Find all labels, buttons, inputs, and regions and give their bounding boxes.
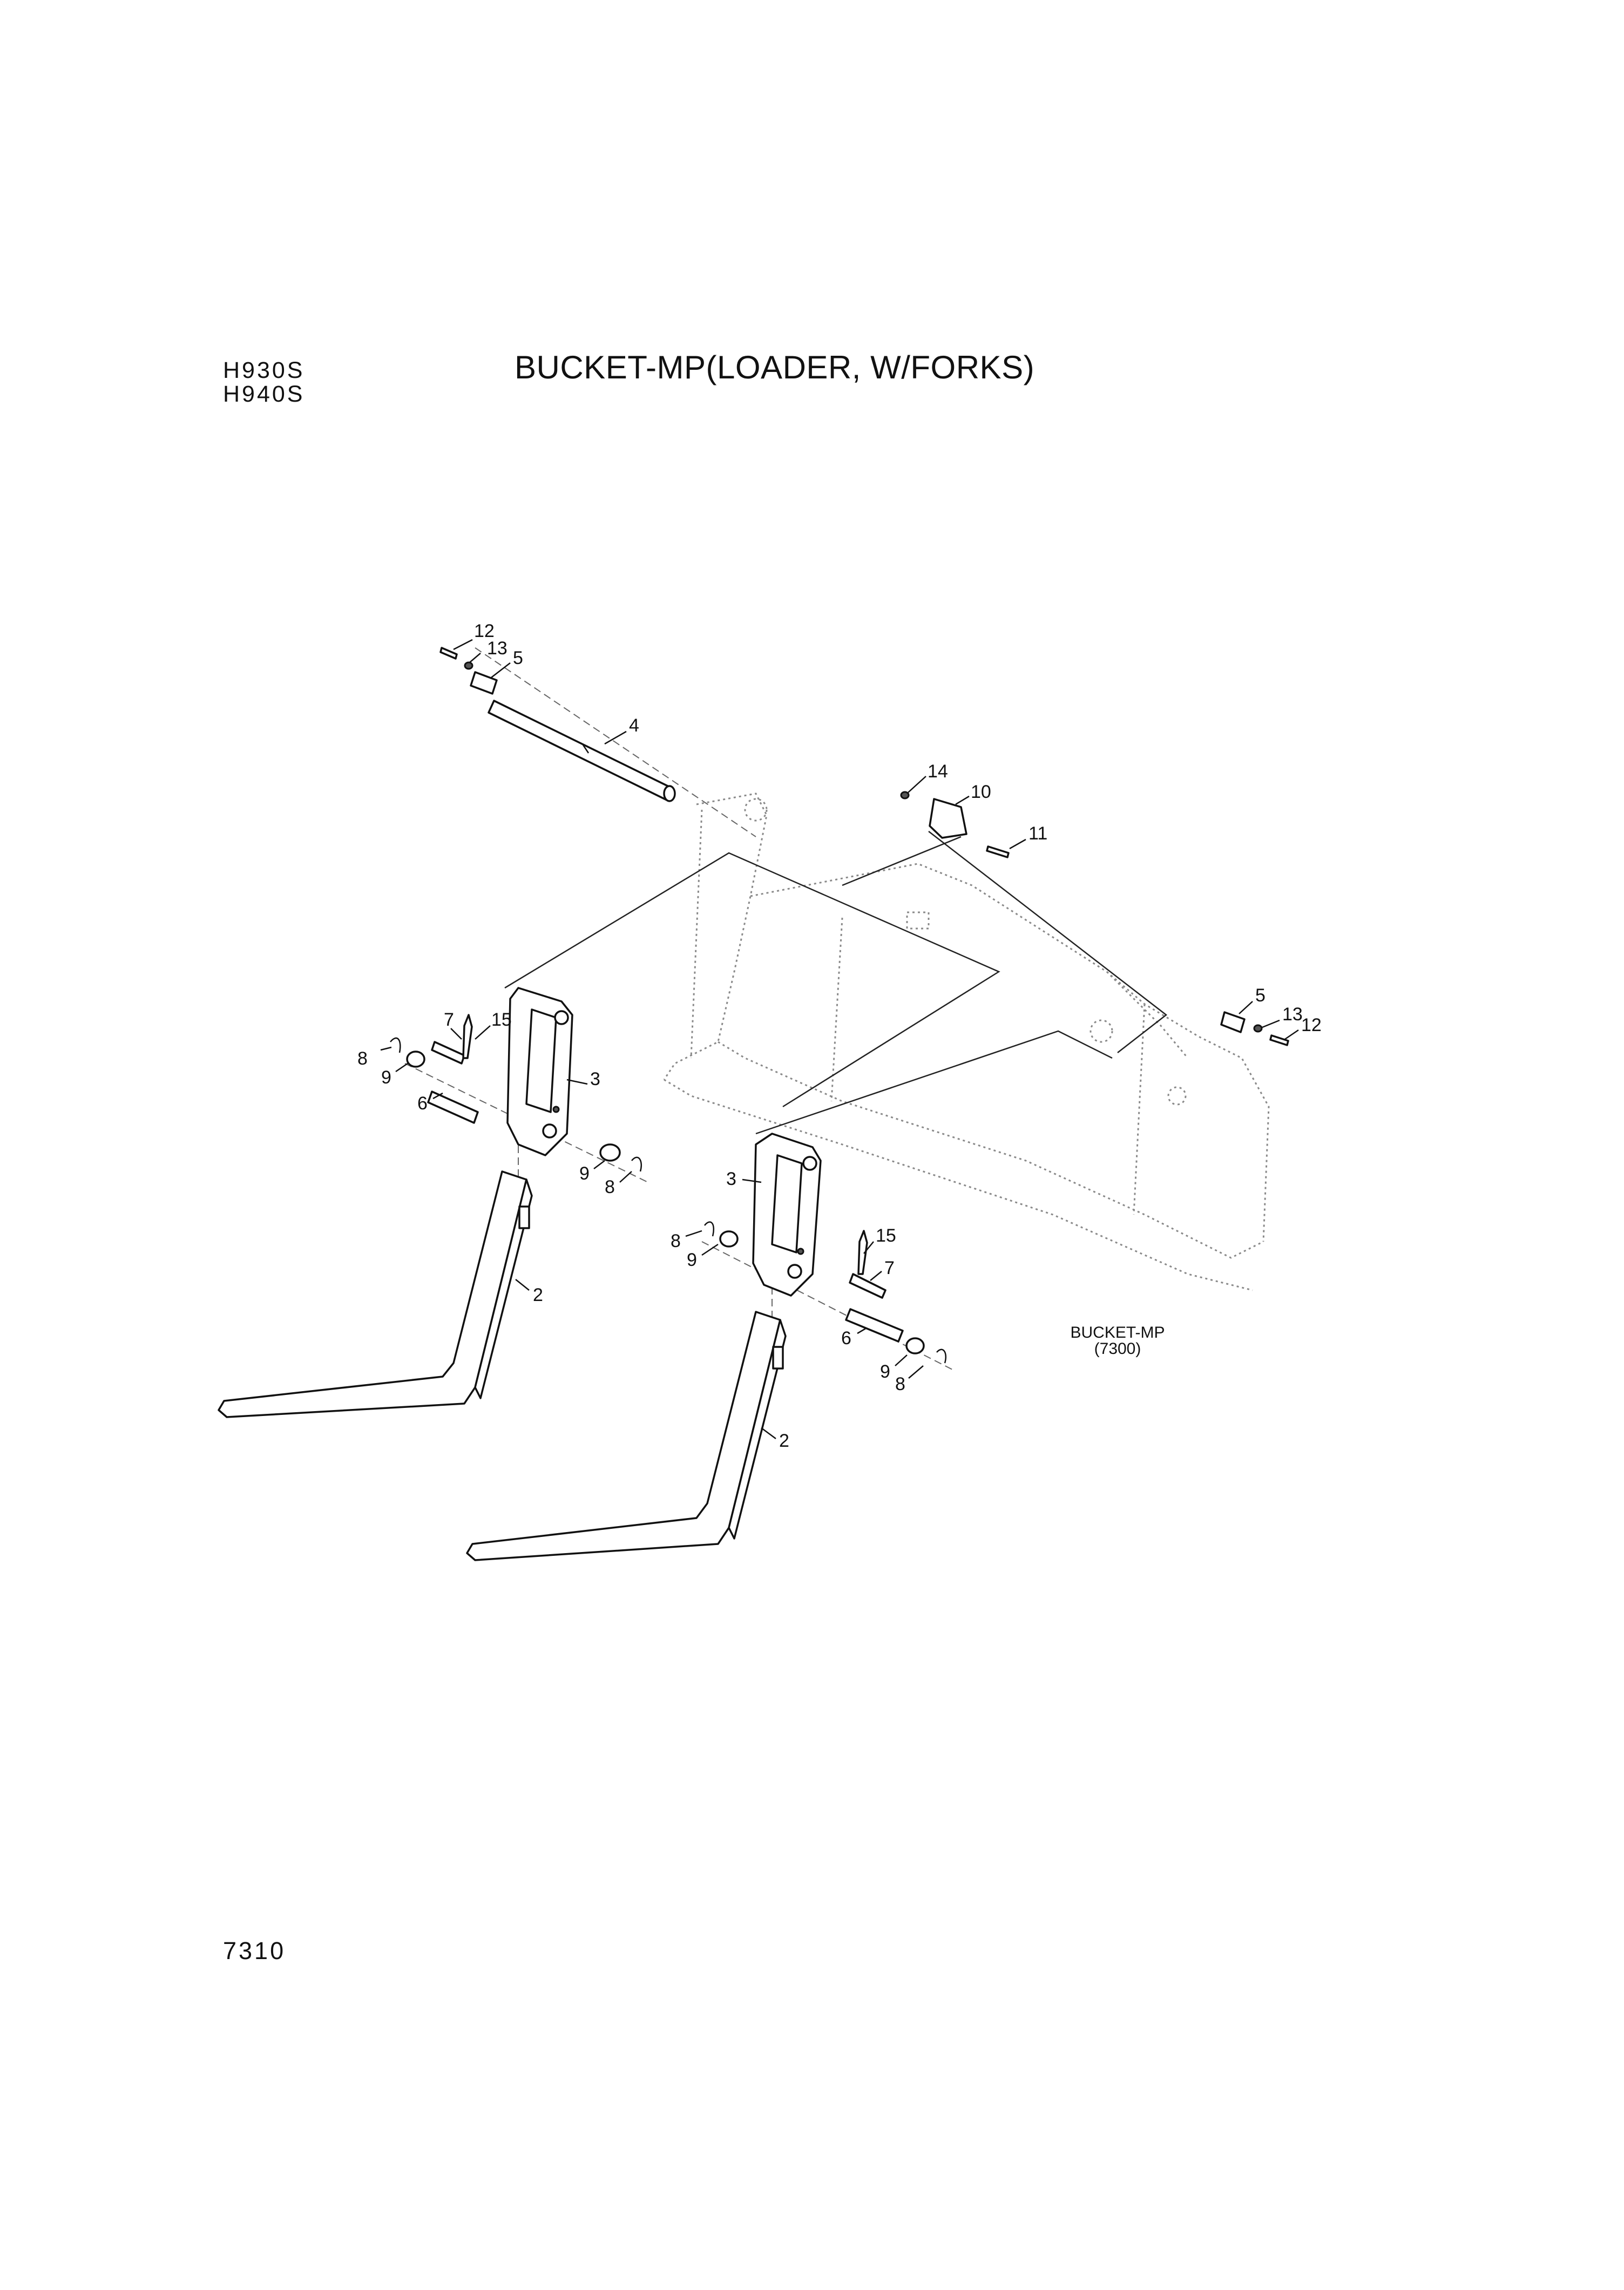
callout-10: 10 — [971, 782, 991, 802]
callout-15: 15 — [491, 1010, 512, 1030]
reference-name: BUCKET-MP — [1070, 1324, 1165, 1342]
callout-15: 15 — [876, 1225, 896, 1246]
mounting-planes — [504, 831, 1168, 1135]
callout-9: 9 — [381, 1067, 391, 1088]
page-number: 7310 — [223, 1937, 286, 1964]
callout-11: 11 — [1028, 823, 1047, 844]
callout-2: 2 — [533, 1285, 543, 1305]
callout-leaders — [380, 639, 1299, 1440]
callout-13: 13 — [487, 638, 508, 659]
callout-4: 4 — [629, 715, 639, 736]
bracket-left-assembly — [390, 987, 642, 1172]
callout-8: 8 — [357, 1048, 368, 1069]
callout-14: 14 — [928, 761, 948, 782]
callout-8: 8 — [605, 1177, 615, 1197]
callout-7: 7 — [444, 1010, 454, 1030]
callout-13: 13 — [1282, 1004, 1303, 1025]
callout-8: 8 — [671, 1231, 681, 1251]
callout-7: 7 — [884, 1258, 895, 1278]
hardware-far-right — [1220, 1011, 1289, 1046]
callout-12: 12 — [1301, 1015, 1322, 1035]
callout-5: 5 — [513, 648, 523, 668]
bracket-right-assembly — [704, 1133, 946, 1364]
model-code: H940S — [223, 381, 305, 407]
callout-9: 9 — [687, 1250, 697, 1270]
bucket-outline-ghost — [663, 792, 1270, 1291]
reference-label: BUCKET-MP (7300) — [1070, 1324, 1165, 1358]
callout-9: 9 — [579, 1163, 590, 1184]
callout-12: 12 — [474, 621, 495, 641]
fork-left — [218, 1170, 533, 1418]
pin-4 — [488, 700, 676, 802]
reference-code: (7300) — [1094, 1340, 1141, 1358]
callout-6: 6 — [841, 1328, 851, 1349]
callout-9: 9 — [880, 1361, 890, 1382]
hardware-top-left — [439, 647, 498, 695]
callout-5: 5 — [1255, 985, 1266, 1006]
callout-8: 8 — [895, 1374, 905, 1394]
hardware-upper-right — [900, 791, 1010, 858]
fork-right — [466, 1311, 787, 1561]
callout-3: 3 — [590, 1069, 600, 1089]
model-code: H930S — [223, 357, 305, 383]
callout-3: 3 — [726, 1169, 736, 1189]
callout-2: 2 — [779, 1431, 789, 1451]
callout-numbers: 12 13 5 4 14 10 11 5 13 12 7 15 8 9 6 3 … — [357, 621, 1322, 1451]
callout-6: 6 — [417, 1093, 428, 1114]
page-title: BUCKET-MP(LOADER, W/FORKS) — [515, 349, 1035, 385]
